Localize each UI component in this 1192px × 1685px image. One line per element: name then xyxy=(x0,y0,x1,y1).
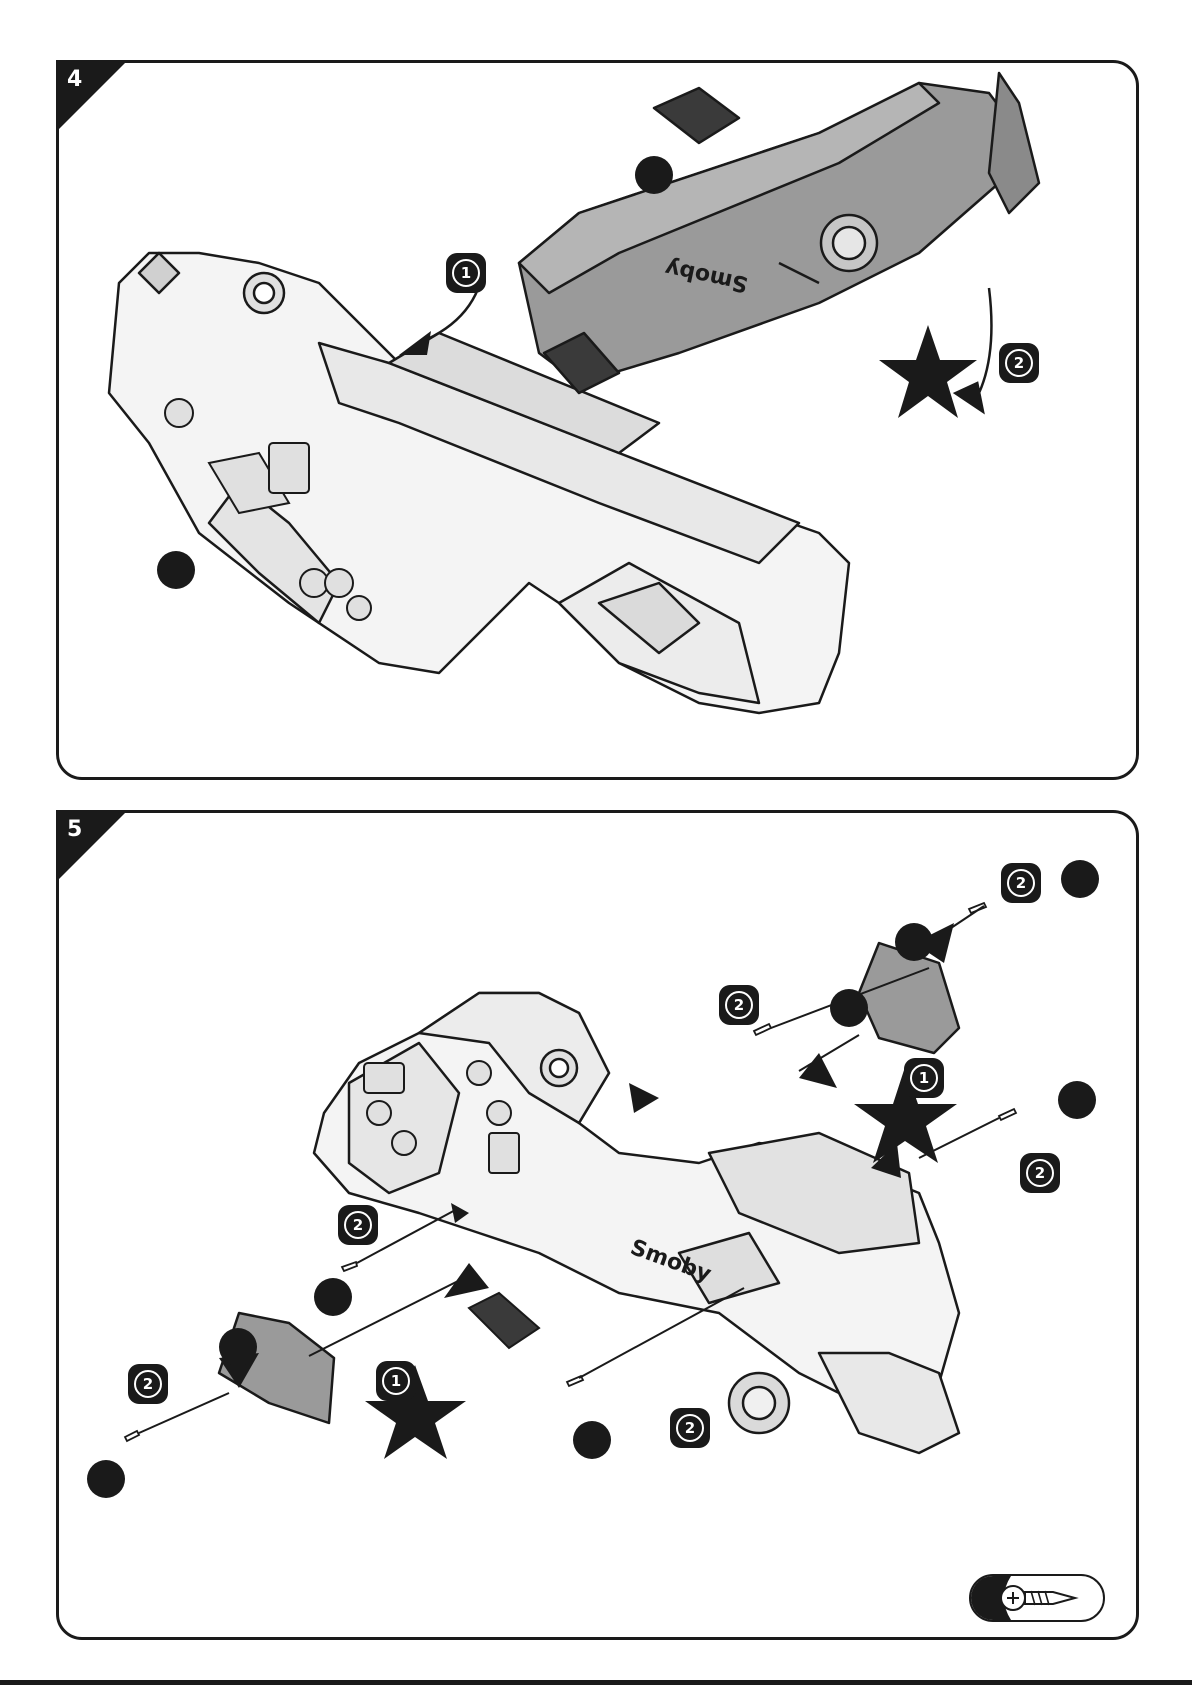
step-5-part-dot-7 xyxy=(573,1421,611,1459)
step-5-callout-1-a: 1 xyxy=(904,1058,944,1098)
step-5-part-dot-8 xyxy=(87,1460,125,1498)
pedal xyxy=(469,1293,539,1348)
screw-icon xyxy=(971,1576,1103,1620)
step-5-part-dot-5 xyxy=(314,1278,352,1316)
step-5-callout-2-e: 2 xyxy=(128,1364,168,1404)
step-5-part-dot-6 xyxy=(219,1328,257,1366)
step-4-part-dot-a xyxy=(635,156,673,194)
step-5-part-dot-3 xyxy=(830,989,868,1027)
step-5-part-dot-2 xyxy=(895,923,933,961)
page-bottom-rule xyxy=(0,1680,1192,1685)
step-5-callout-2-b: 2 xyxy=(719,985,759,1025)
step-5-illustration: Smoby xyxy=(59,813,1142,1643)
step-4-callout-1: 1 xyxy=(446,253,486,293)
step-4-callout-2: 2 xyxy=(999,343,1039,383)
step-4-star xyxy=(879,325,977,418)
step-4-arrow-2 xyxy=(979,288,991,393)
step-5-panel: 5 Smoby xyxy=(56,810,1139,1640)
step-4-illustration: Smoby xyxy=(59,63,1142,783)
step-5-part-dot-1 xyxy=(1061,860,1099,898)
step-4-panel: 4 xyxy=(56,60,1139,780)
top-cover-part xyxy=(519,73,1039,393)
step-5-callout-2-f: 2 xyxy=(670,1408,710,1448)
step-5-callout-1-b: 1 xyxy=(376,1361,416,1401)
step-5-part-dot-4 xyxy=(1058,1081,1096,1119)
step-5-callout-2-d: 2 xyxy=(338,1205,378,1245)
step-5-callout-2-c: 2 xyxy=(1020,1153,1060,1193)
step-5-callout-2-a: 2 xyxy=(1001,863,1041,903)
screw-tool-indicator xyxy=(969,1574,1105,1622)
step-4-part-dot-b xyxy=(157,551,195,589)
